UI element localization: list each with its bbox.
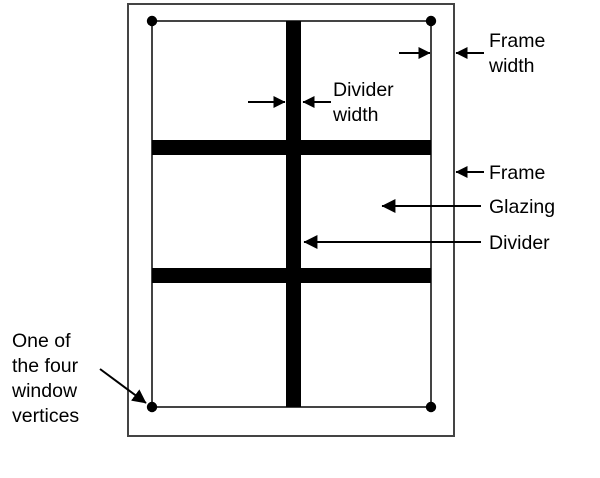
label-window-vertices: One of the four window vertices <box>12 330 80 427</box>
bottom-left-vertex-dot <box>146 401 158 413</box>
label-divider-width: Divider width <box>333 79 394 126</box>
top-right-vertex-dot <box>425 15 437 27</box>
horizontal-divider-bar-upper <box>152 140 431 155</box>
label-frame-width: Frame width <box>489 30 546 77</box>
vertical-divider-bar <box>286 21 301 407</box>
bottom-right-vertex-dot <box>425 401 437 413</box>
window-vertices-leader-line <box>99 368 147 404</box>
outer-frame-outline <box>127 3 455 437</box>
label-glazing: Glazing <box>489 196 556 218</box>
horizontal-divider-bar-lower <box>152 268 431 283</box>
label-frame: Frame <box>489 162 546 184</box>
label-divider: Divider <box>489 232 550 254</box>
top-left-vertex-dot <box>146 15 158 27</box>
